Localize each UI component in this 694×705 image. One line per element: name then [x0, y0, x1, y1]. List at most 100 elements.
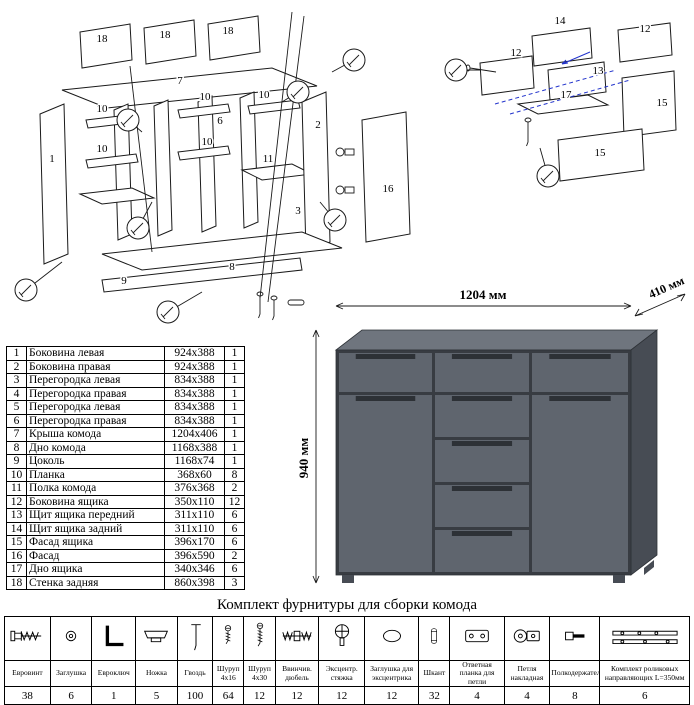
part-name-cell: Боковина левая [26, 346, 165, 361]
part-qty-cell: 8 [224, 467, 245, 482]
part-name-cell: Фасад [26, 548, 165, 563]
diagram-part-label: 18 [160, 29, 172, 41]
hinge-hardware [335, 147, 355, 195]
diagram-part-label: 2 [315, 119, 321, 131]
part-qty-cell: 3 [224, 575, 245, 590]
part-num-cell: 14 [6, 521, 27, 536]
screw-short-icon [212, 616, 245, 661]
part-size-cell: 311х110 [164, 521, 225, 536]
part-size-cell: 1204х406 [164, 427, 225, 442]
screw-callout-circle [331, 48, 366, 73]
drawer-front [435, 530, 529, 572]
drawer-back-panel [531, 27, 593, 67]
part-num-cell: 15 [6, 535, 27, 550]
part-size-cell: 834х388 [164, 413, 225, 428]
partition-panels [113, 91, 259, 241]
chest-front-panels [339, 353, 628, 572]
hardware-item-qty: 6 [599, 686, 690, 705]
screw-callout-circle [14, 261, 63, 302]
diagram-part-label: 12 [640, 23, 651, 35]
part-name-cell: Фасад ящика [26, 535, 165, 550]
part-name-cell: Дно комода [26, 440, 165, 455]
diagram-part-label: 3 [295, 205, 301, 217]
hardware-item-qty: 12 [274, 686, 320, 705]
drawer-facade-panels [557, 70, 677, 182]
part-name-cell: Перегородка правая [26, 386, 165, 401]
part-num-cell: 2 [6, 359, 27, 374]
screw-callout-circle [156, 291, 203, 324]
hardware-item-name: Петля накладная [503, 659, 551, 688]
hardware-item-qty: 6 [49, 686, 93, 705]
part-num-cell: 18 [6, 575, 27, 590]
part-qty-cell: 6 [224, 508, 245, 523]
drawer-front [339, 353, 432, 392]
handle-recess [451, 396, 513, 401]
part-num-cell: 12 [6, 494, 27, 509]
leader-lines [129, 11, 305, 303]
part-num-cell: 8 [6, 440, 27, 455]
part-size-cell: 368х60 [164, 467, 225, 482]
part-size-cell: 834х388 [164, 373, 225, 388]
bottom-panel [101, 231, 343, 271]
drawer-front [435, 440, 529, 482]
part-num-cell: 5 [6, 400, 27, 415]
handle-recess [549, 396, 611, 401]
hardware-item-name: Полкодержатель [549, 659, 601, 688]
part-size-cell: 860х398 [164, 575, 225, 590]
drawer-front [339, 395, 432, 572]
chest-side-face [630, 329, 658, 576]
diagram-part-label: 14 [555, 15, 567, 27]
part-qty-cell: 12 [224, 494, 245, 509]
shelf-panels [78, 163, 314, 205]
part-num-cell: 9 [6, 454, 27, 469]
part-name-cell: Крыша комода [26, 427, 165, 442]
diagram-part-label: 18 [97, 33, 109, 45]
part-name-cell: Перегородка левая [26, 373, 165, 388]
euroscrew-icon [4, 616, 51, 661]
part-qty-cell: 2 [224, 481, 245, 496]
nail-icon [176, 616, 214, 661]
hardware-item-qty: 12 [243, 686, 276, 705]
diagram-part-label: 18 [223, 25, 235, 37]
hinge-icon [503, 616, 551, 661]
diagram-part-label: 15 [595, 147, 607, 159]
part-qty-cell: 1 [224, 440, 245, 455]
part-num-cell: 11 [6, 481, 27, 496]
hardware-kit-title: Комплект фурнитуры для сборки комода [216, 597, 477, 613]
hardware-item-name: Ответная планка для петли [449, 659, 505, 688]
hardware-item-name: Заглушка [49, 659, 93, 688]
left-side-panel [39, 103, 69, 265]
screw-callout-circle [444, 58, 480, 82]
hardware-item-qty: 5 [135, 686, 178, 705]
part-num-cell: 6 [6, 413, 27, 428]
dowel-screw-icon [274, 616, 320, 661]
screw-callout-circle [319, 201, 347, 232]
diagram-part-label: 1 [49, 153, 55, 165]
part-name-cell: Боковина правая [26, 359, 165, 374]
hexkey-icon [91, 616, 137, 661]
diagram-part-label: 10 [97, 143, 109, 155]
hardware-item-name: Шкант [418, 659, 451, 688]
drawer-front [435, 485, 529, 527]
height-dimension-label: 940 мм [296, 438, 311, 479]
roller-guides-icon [599, 616, 690, 661]
dowel-icon [418, 616, 451, 661]
part-size-cell: 834х388 [164, 400, 225, 415]
depth-dimension-label: 410 мм [646, 273, 686, 301]
part-num-cell: 1 [6, 346, 27, 361]
part-name-cell: Стенка задняя [26, 575, 165, 590]
diagram-part-label: 10 [200, 91, 212, 103]
part-qty-cell: 6 [224, 521, 245, 536]
hardware-table-row [4, 616, 690, 661]
handle-recess [355, 354, 416, 359]
